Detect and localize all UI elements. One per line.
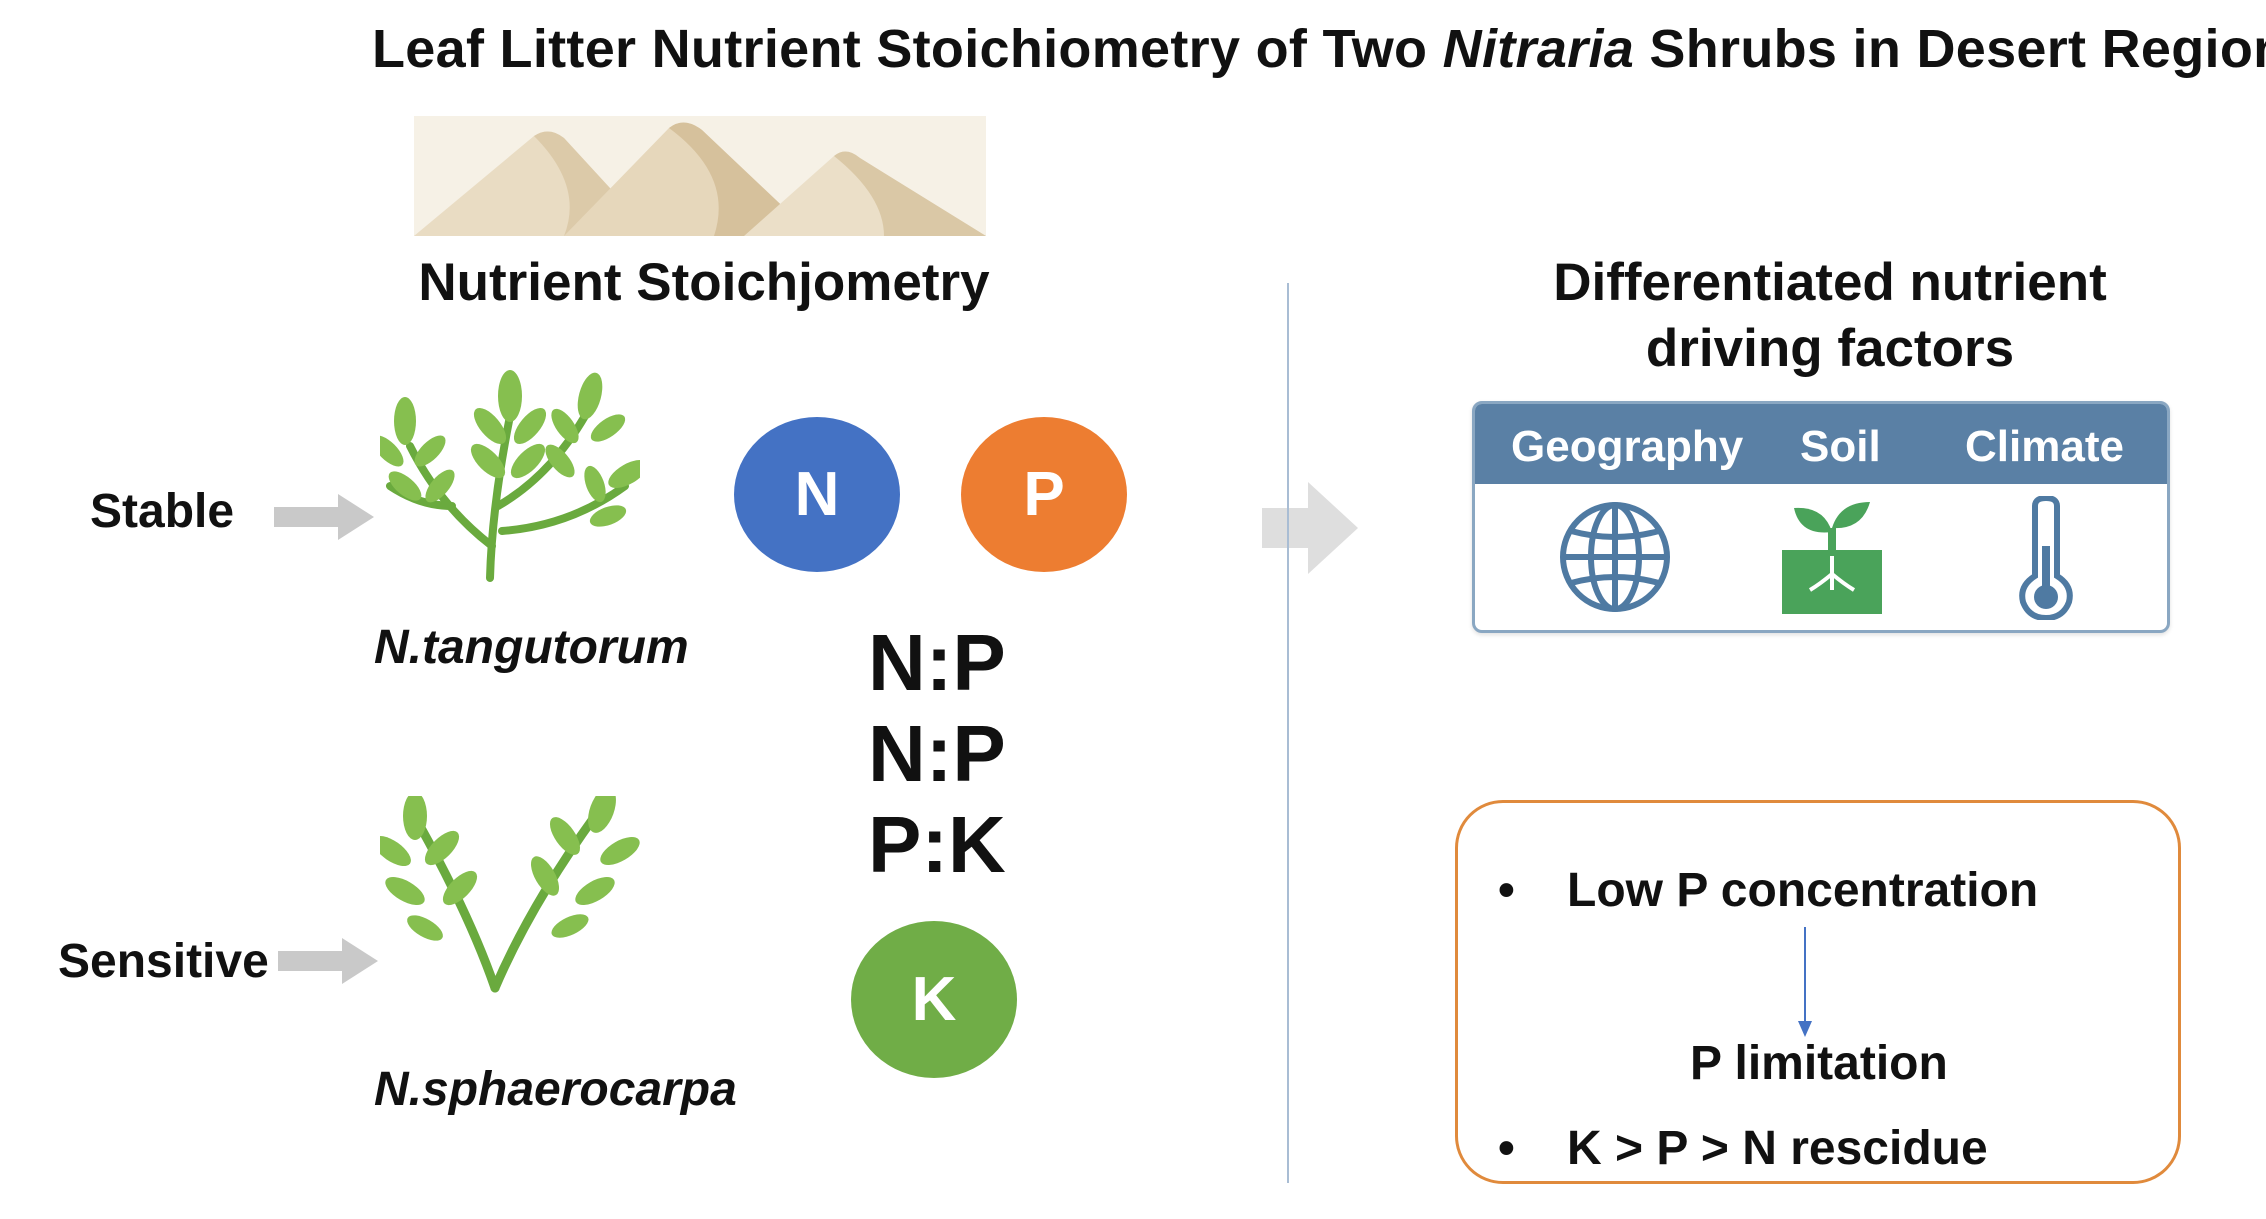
finding-low-p: Low P concentration xyxy=(1567,864,2039,917)
section-divider xyxy=(1287,283,1289,1183)
factors-header: Geography Soil Climate xyxy=(1475,404,2167,484)
thermometer-icon xyxy=(2019,496,2073,620)
driving-factors-card: Geography Soil Climate xyxy=(1472,401,2170,633)
bullet-marker-2: • xyxy=(1498,1122,1515,1175)
shrub-sphaerocarpa-icon xyxy=(380,796,640,993)
phosphorus-circle: P xyxy=(961,417,1127,572)
right-heading-line-1: Differentiated nutrient xyxy=(1553,253,2107,312)
ratio-2: N:P xyxy=(868,709,1006,798)
findings-box: • Low P concentration P limitation • K >… xyxy=(1455,800,2181,1184)
title-prefix: Leaf Litter Nutrient Stoichiometry of Tw… xyxy=(372,19,1443,79)
factor-label-soil: Soil xyxy=(1800,422,1881,471)
finding-residue-order: K > P > N rescidue xyxy=(1567,1122,1988,1175)
figure-title: Leaf Litter Nutrient Stoichiometry of Tw… xyxy=(372,18,2266,80)
right-heading-line-2: driving factors xyxy=(1645,319,2015,378)
title-genus: Nitraria xyxy=(1442,19,1635,79)
seedling-icon xyxy=(1782,502,1882,614)
species-name-sphaerocarpa: N.sphaerocarpa xyxy=(374,1063,737,1116)
title-suffix: Shrubs in Desert Region xyxy=(1634,19,2266,79)
desert-dunes-illustration xyxy=(414,116,986,236)
factor-label-geography: Geography xyxy=(1511,422,1744,471)
right-section-heading: Differentiated nutrient driving factors xyxy=(1500,250,2160,382)
stable-label: Stable xyxy=(90,485,235,538)
down-arrow-icon xyxy=(1798,927,1812,1037)
globe-icon xyxy=(1560,502,1670,612)
nitrogen-circle: N xyxy=(734,417,900,572)
bullet-marker-1: • xyxy=(1498,864,1515,917)
finding-p-limitation: P limitation xyxy=(1690,1037,1948,1090)
sensitive-arrow-icon xyxy=(278,938,378,984)
transition-arrow-icon xyxy=(1262,482,1358,574)
stable-arrow-icon xyxy=(274,494,374,540)
sensitive-label: Sensitive xyxy=(58,935,269,988)
ratio-1: N:P xyxy=(868,618,1006,707)
ratio-3: P:K xyxy=(868,800,1006,889)
shrub-tangutorum-icon xyxy=(380,370,640,582)
species-name-tangutorum: N.tangutorum xyxy=(374,621,689,674)
factor-label-climate: Climate xyxy=(1965,422,2124,471)
left-section-heading: Nutrient Stoichjometry xyxy=(418,253,990,312)
potassium-circle: K xyxy=(851,921,1017,1078)
